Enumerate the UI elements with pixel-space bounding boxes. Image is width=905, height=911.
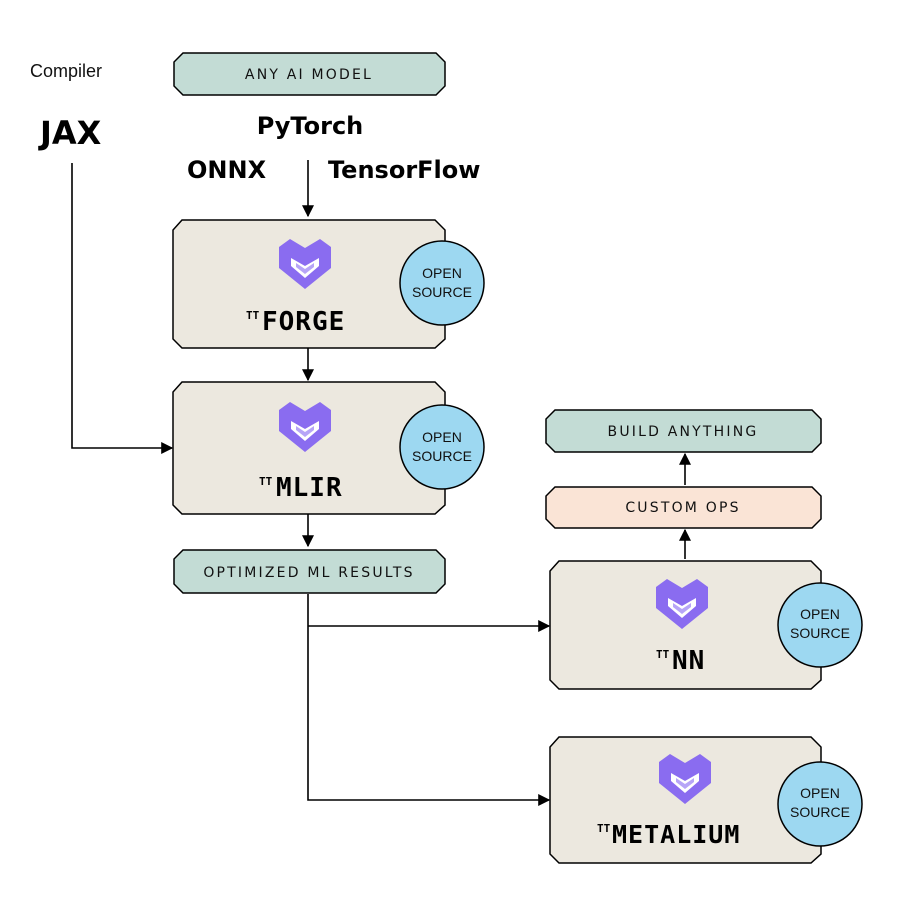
build-anything-pill: BUILD ANYTHING	[545, 409, 822, 453]
framework-pytorch: PyTorch	[257, 112, 364, 140]
mlir-block: TT MLIR OPEN SOURCE	[172, 381, 485, 515]
metalium-block: TT METALIUM OPEN SOURCE	[549, 736, 863, 864]
optimized-ml-results-pill: OPTIMIZED ML RESULTS	[173, 549, 446, 594]
metalium-prefix: TT	[597, 822, 611, 835]
metalium-name: METALIUM	[612, 820, 740, 849]
any-ai-model-label: ANY AI MODEL	[245, 67, 373, 83]
forge-name: FORGE	[262, 307, 345, 337]
build-anything-label: BUILD ANYTHING	[608, 424, 759, 440]
arrow-results-to-metalium	[307, 594, 551, 806]
mlir-prefix: TT	[259, 475, 273, 488]
compiler-label: Compiler	[30, 61, 102, 81]
arrow-jax-to-mlir	[71, 163, 174, 454]
nn-name: NN	[672, 646, 705, 676]
badge-line2: SOURCE	[412, 448, 472, 464]
badge-line1: OPEN	[800, 785, 840, 801]
badge-line1: OPEN	[800, 606, 840, 622]
badge-line2: SOURCE	[790, 625, 850, 641]
framework-onnx: ONNX	[187, 156, 267, 184]
forge-prefix: TT	[246, 309, 260, 322]
metalium-open-source-badge: OPEN SOURCE	[777, 761, 863, 847]
framework-jax: JAX	[38, 114, 102, 152]
forge-open-source-badge: OPEN SOURCE	[399, 240, 485, 326]
forge-block: TT FORGE OPEN SOURCE	[172, 219, 485, 349]
badge-line1: OPEN	[422, 265, 462, 281]
mlir-name: MLIR	[276, 473, 343, 503]
mlir-open-source-badge: OPEN SOURCE	[399, 404, 485, 490]
custom-ops-pill: CUSTOM OPS	[545, 486, 822, 529]
connectors	[71, 160, 691, 806]
optimized-ml-results-label: OPTIMIZED ML RESULTS	[203, 565, 414, 581]
custom-ops-label: CUSTOM OPS	[625, 500, 740, 516]
badge-line1: OPEN	[422, 429, 462, 445]
nn-open-source-badge: OPEN SOURCE	[777, 582, 863, 668]
badge-line2: SOURCE	[790, 804, 850, 820]
any-ai-model-pill: ANY AI MODEL	[173, 52, 446, 96]
nn-block: TT NN OPEN SOURCE	[549, 560, 863, 690]
nn-prefix: TT	[656, 648, 670, 661]
badge-line2: SOURCE	[412, 284, 472, 300]
framework-tensorflow: TensorFlow	[328, 156, 480, 184]
